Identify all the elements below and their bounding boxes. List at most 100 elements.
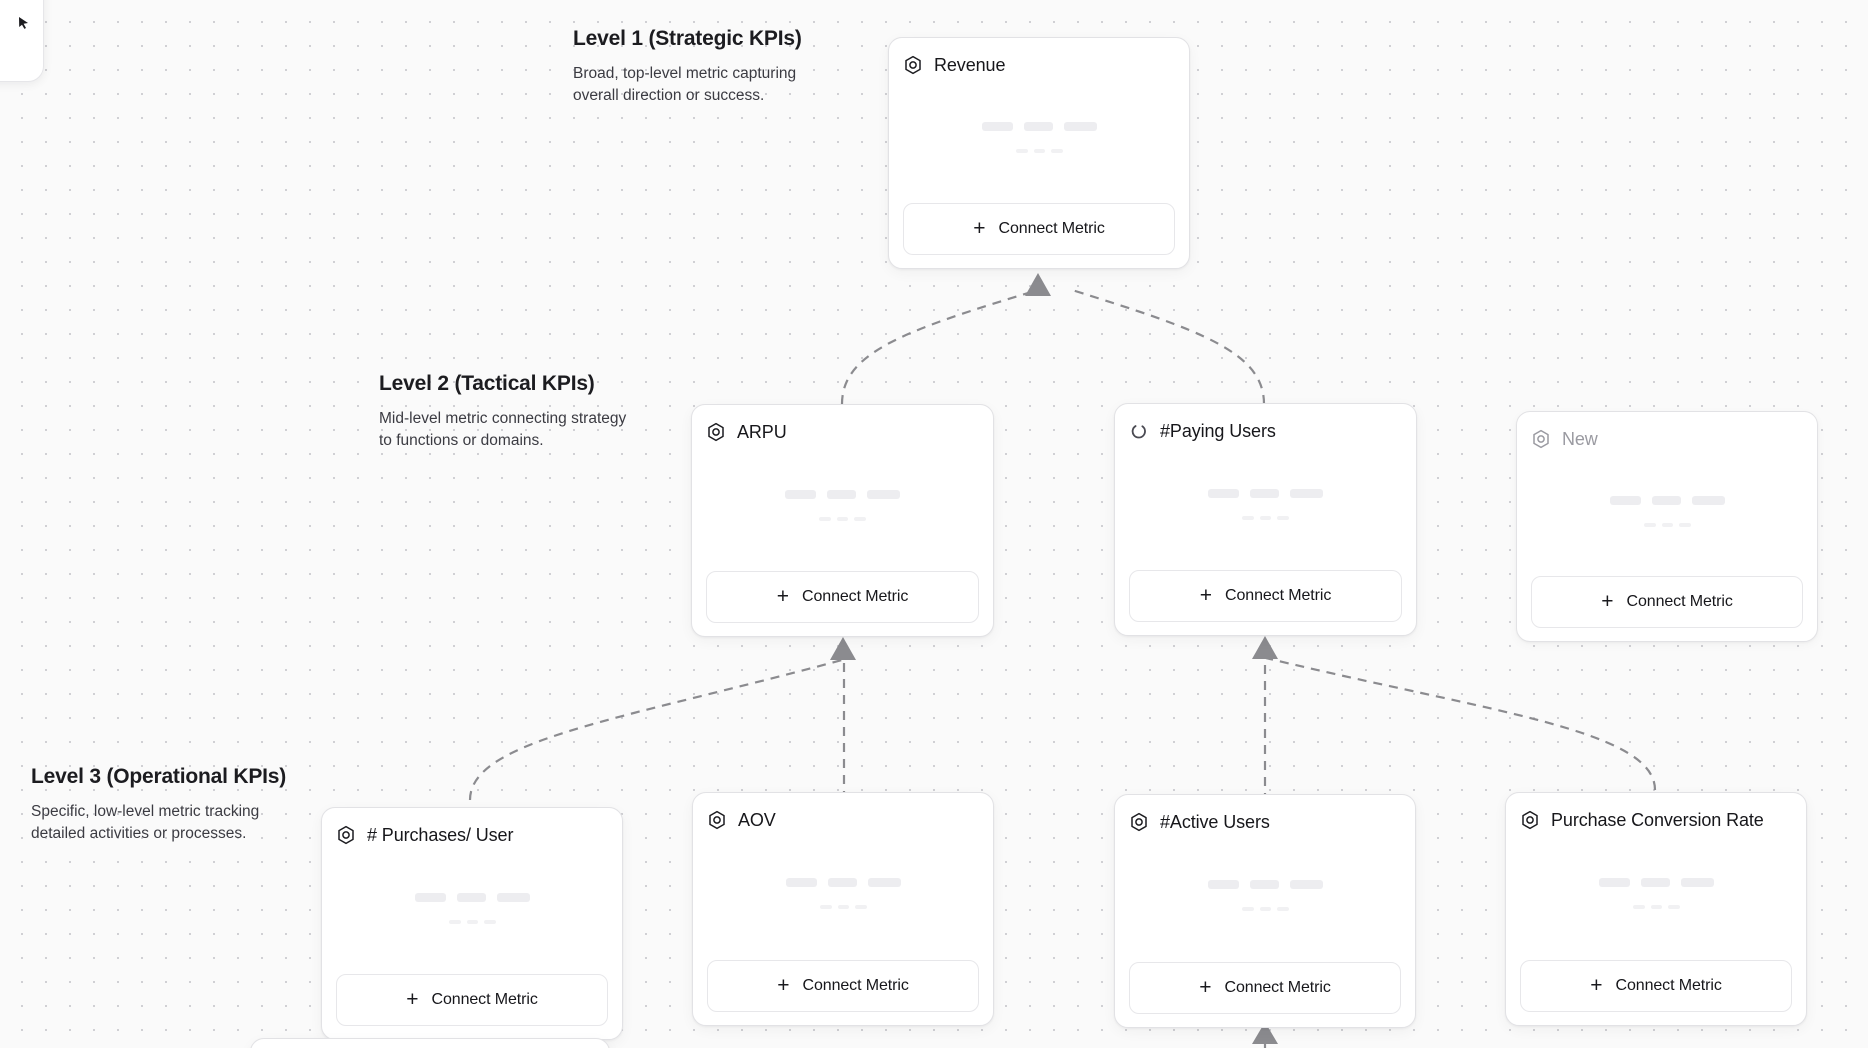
connect-metric-label: Connect Metric xyxy=(802,588,909,605)
level-3-description: Specific, low-level metric tracking deta… xyxy=(31,803,260,843)
card-title: #Active Users xyxy=(1160,811,1270,832)
skeleton-row-secondary xyxy=(1242,515,1289,520)
card-title: # Purchases/ User xyxy=(367,824,514,845)
level-1-title: Level 1 (Strategic KPIs) xyxy=(573,27,802,50)
hexagon-icon xyxy=(707,810,727,830)
connect-metric-label: Connect Metric xyxy=(1615,977,1722,994)
connect-metric-button[interactable]: + Connect Metric xyxy=(707,960,979,1012)
level-2-label: Level 2 (Tactical KPIs) Mid-level metric… xyxy=(379,371,629,452)
skeleton-bar xyxy=(1249,880,1279,889)
skeleton-row-secondary xyxy=(819,905,867,909)
card-header: Purchase Conversion Rate xyxy=(1520,807,1792,833)
arrow-into-revenue xyxy=(1025,273,1051,296)
plus-icon: + xyxy=(973,216,986,240)
card-title: ARPU xyxy=(737,421,787,442)
connect-metric-button[interactable]: + Connect Metric xyxy=(1129,962,1401,1014)
connect-metric-button[interactable]: + Connect Metric xyxy=(1129,570,1402,622)
skeleton-bar xyxy=(1598,878,1630,887)
skeleton-bar xyxy=(827,489,856,499)
connect-metric-button[interactable]: + Connect Metric xyxy=(1531,576,1803,628)
edge-purchases-to-arpu xyxy=(468,658,843,801)
card-title: New xyxy=(1562,428,1598,449)
hexagon-icon xyxy=(903,55,923,75)
skeleton-bar xyxy=(1033,149,1045,153)
connect-metric-button[interactable]: + Connect Metric xyxy=(903,203,1175,255)
skeleton-row-secondary xyxy=(448,919,496,924)
card-skeleton-body xyxy=(707,833,979,960)
skeleton-bar xyxy=(1015,149,1028,153)
metric-card-active-users[interactable]: #Active Users + Connect Metric xyxy=(1114,794,1416,1028)
skeleton-bar xyxy=(414,892,446,902)
skeleton-bar xyxy=(1691,495,1725,505)
skeleton-bar xyxy=(448,919,461,924)
connect-metric-label: Connect Metric xyxy=(1225,587,1332,604)
plus-icon: + xyxy=(1590,973,1603,997)
skeleton-row-primary xyxy=(785,878,901,887)
floating-toolbar-panel[interactable] xyxy=(0,0,44,82)
card-header: ARPU xyxy=(706,419,979,445)
skeleton-row-primary xyxy=(981,122,1097,131)
card-skeleton-body xyxy=(336,848,608,974)
skeleton-bar xyxy=(867,489,900,499)
skeleton-row-primary xyxy=(1207,880,1323,889)
skeleton-bar xyxy=(1250,488,1279,498)
edge-arpu-to-revenue xyxy=(840,288,1039,405)
skeleton-bar xyxy=(1023,122,1053,131)
card-header: Revenue xyxy=(903,52,1175,78)
edge-pcr-to-paying xyxy=(1265,656,1657,791)
skeleton-row-primary xyxy=(1598,878,1714,887)
plus-icon: + xyxy=(776,584,790,608)
skeleton-bar xyxy=(483,919,496,924)
metric-card-arpu[interactable]: ARPU + Connect Metric xyxy=(691,404,994,637)
connect-metric-button[interactable]: + Connect Metric xyxy=(1520,960,1792,1012)
skeleton-bar xyxy=(1640,878,1670,887)
hexagon-icon xyxy=(1531,429,1551,449)
card-skeleton-body xyxy=(903,78,1175,203)
card-title: Purchase Conversion Rate xyxy=(1551,809,1764,830)
skeleton-bar xyxy=(854,516,866,521)
skeleton-bar xyxy=(785,489,816,499)
metric-card-revenue[interactable]: Revenue + Connect Metric xyxy=(888,37,1190,269)
plus-icon: + xyxy=(1601,589,1614,613)
metric-card-paying-users[interactable]: #Paying Users + Connect Metric xyxy=(1114,403,1417,636)
skeleton-bar xyxy=(1290,488,1323,498)
skeleton-bar xyxy=(837,905,849,909)
metric-card-purchase-conversion-rate[interactable]: Purchase Conversion Rate + Connect Metri… xyxy=(1505,792,1807,1026)
card-skeleton-body xyxy=(1129,835,1401,962)
metric-card-new[interactable]: New + Connect Metric xyxy=(1516,411,1818,642)
skeleton-bar xyxy=(1208,488,1239,498)
skeleton-bar xyxy=(1289,880,1323,889)
skeleton-row-secondary xyxy=(1643,522,1691,527)
skeleton-bar xyxy=(1651,495,1681,505)
hexagon-icon xyxy=(706,422,726,442)
skeleton-bar xyxy=(1242,515,1254,520)
connect-metric-button[interactable]: + Connect Metric xyxy=(336,974,608,1026)
skeleton-bar xyxy=(1207,880,1239,889)
arrow-into-paying xyxy=(1252,636,1278,659)
metric-card-aov[interactable]: AOV + Connect Metric xyxy=(692,792,994,1026)
skeleton-bar xyxy=(1632,905,1645,909)
skeleton-bar xyxy=(1650,905,1662,909)
plus-icon: + xyxy=(1199,975,1212,999)
card-skeleton-body xyxy=(1520,833,1792,960)
hexagon-icon xyxy=(1129,812,1149,832)
skeleton-bar xyxy=(1643,522,1656,527)
level-3-label: Level 3 (Operational KPIs) Specific, low… xyxy=(31,764,286,845)
card-header: New xyxy=(1531,426,1803,452)
skeleton-bar xyxy=(867,878,901,887)
skeleton-row-secondary xyxy=(1632,905,1680,909)
skeleton-row-primary xyxy=(1609,495,1725,505)
card-header: AOV xyxy=(707,807,979,833)
skeleton-bar xyxy=(1667,905,1680,909)
metric-card-partial-bottom[interactable] xyxy=(250,1038,610,1048)
skeleton-bar xyxy=(819,516,831,521)
metric-card-purchases-per-user[interactable]: # Purchases/ User + Connect Metric xyxy=(321,807,623,1040)
skeleton-bar xyxy=(466,919,478,924)
connect-metric-button[interactable]: + Connect Metric xyxy=(706,571,979,623)
card-header: #Paying Users xyxy=(1129,418,1402,444)
skeleton-bar xyxy=(1276,907,1289,911)
plus-icon: + xyxy=(777,973,790,997)
card-skeleton-body xyxy=(1531,452,1803,576)
skeleton-bar xyxy=(456,892,486,902)
